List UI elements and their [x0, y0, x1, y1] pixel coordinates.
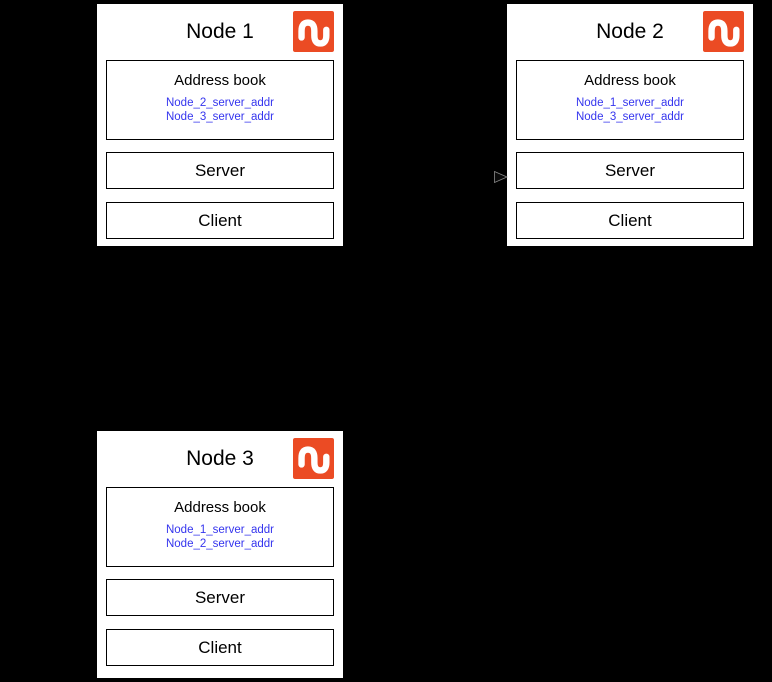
server-box: Server	[106, 579, 334, 616]
address-book-title: Address book	[584, 72, 676, 89]
node-2-container: Node 2 Address book Node_1_server_addr N…	[505, 2, 755, 248]
server-box: Server	[516, 152, 744, 189]
address-book-entries: Node_1_server_addr Node_2_server_addr	[107, 523, 333, 551]
stumbleupon-icon	[703, 11, 744, 52]
client-label: Client	[198, 637, 242, 657]
server-label: Server	[194, 587, 246, 607]
client-label: Client	[608, 210, 652, 230]
address-book-entries: Node_1_server_addr Node_3_server_addr	[517, 96, 743, 124]
address-entry-link: Node_1_server_addr	[575, 97, 685, 109]
node-title: Node 1	[186, 20, 254, 43]
address-book-title: Address book	[174, 72, 266, 89]
client-label: Client	[198, 210, 242, 230]
address-entry-link: Node_2_server_addr	[165, 97, 275, 109]
address-entry-link: Node_3_server_addr	[575, 111, 685, 123]
address-entry-link: Node_3_server_addr	[165, 111, 275, 123]
address-book-entries: Node_2_server_addr Node_3_server_addr	[107, 96, 333, 124]
client-box: Client	[106, 202, 334, 239]
client-box: Client	[106, 629, 334, 666]
address-book-box: Address book Node_1_server_addr Node_2_s…	[106, 487, 334, 567]
stumbleupon-icon	[293, 438, 334, 479]
address-entry-link: Node_1_server_addr	[165, 524, 275, 536]
node-title: Node 3	[186, 447, 254, 470]
node-title: Node 2	[596, 20, 664, 43]
address-entry-link: Node_2_server_addr	[165, 538, 275, 550]
stumbleupon-icon	[293, 11, 334, 52]
address-book-title: Address book	[174, 499, 266, 516]
server-box: Server	[106, 152, 334, 189]
node-3-container: Node 3 Address book Node_1_server_addr N…	[95, 429, 345, 680]
server-label: Server	[604, 160, 656, 180]
address-book-box: Address book Node_2_server_addr Node_3_s…	[106, 60, 334, 140]
client-box: Client	[516, 202, 744, 239]
node-1-container: Node 1 Address book Node_2_server_addr N…	[95, 2, 345, 248]
address-book-box: Address book Node_1_server_addr Node_3_s…	[516, 60, 744, 140]
server-label: Server	[194, 160, 246, 180]
arrowhead-right-icon	[494, 171, 508, 183]
